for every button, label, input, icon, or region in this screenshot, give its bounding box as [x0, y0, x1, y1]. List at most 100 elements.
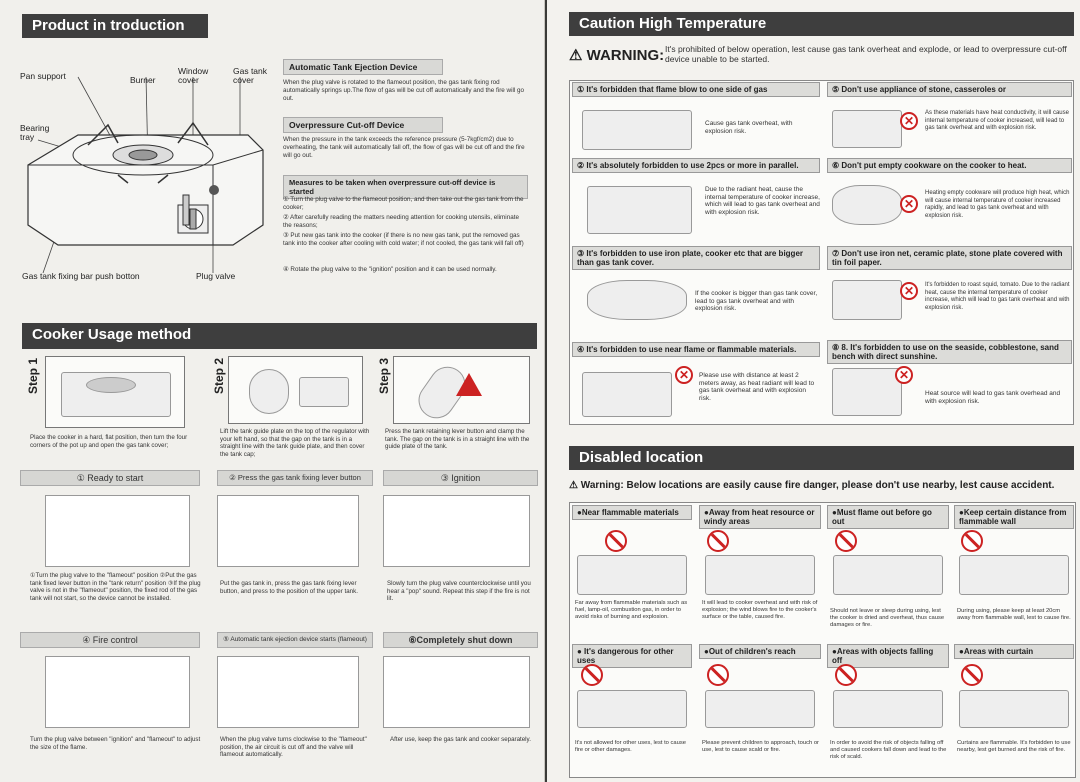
warning-word: WARNING: — [586, 47, 665, 64]
disabled-cell-4-title: ●Keep certain distance from flammable wa… — [954, 505, 1074, 529]
intro-title: Product in troduction — [32, 17, 185, 34]
right-page: Caution High Temperature ⚠ WARNING: It's… — [547, 0, 1080, 782]
caution-item-2-text: Due to the radiant heat, cause the inter… — [705, 186, 820, 216]
label-plug-valve: Plug valve — [196, 271, 236, 281]
disabled-cell-1-no-icon — [605, 530, 627, 552]
caution-item-7-text: It's forbidden to roast squid, tomato. D… — [925, 282, 1070, 311]
disabled-cell-1-image — [577, 555, 687, 595]
panel-5-text: When the plug valve turns clockwise to t… — [220, 736, 367, 759]
bar-ignition: ③ Ignition — [383, 470, 538, 486]
disabled-cell-5-no-icon — [581, 664, 603, 686]
overpressure-title: Overpressure Cut-off Device — [283, 117, 443, 133]
panel-6-text: After use, keep the gas tank and cooker … — [390, 736, 531, 743]
caution-item-8-text: Heat source will lead to gas tank overhe… — [925, 390, 1061, 405]
caution-item-1-image — [582, 110, 692, 150]
disabled-cell-6-title: ●Out of children's reach — [699, 644, 821, 659]
auto-ejection-title: Automatic Tank Ejection Device — [283, 59, 443, 75]
bar-press-lever: ② Press the gas tank fixing lever button — [217, 470, 373, 486]
label-bearing-tray: Bearing tray — [20, 123, 50, 142]
panel-1-text: ①Turn the plug valve to the "flameout" p… — [30, 572, 201, 602]
step-2-label: Step 2 — [212, 358, 226, 395]
disabled-cell-7-image — [833, 690, 943, 728]
panel-1-image — [45, 495, 190, 567]
caution-item-8-x-icon: ✕ — [895, 366, 913, 384]
disabled-cell-6-image — [705, 690, 815, 728]
disabled-cell-5-title: ● It's dangerous for other uses — [572, 644, 692, 668]
caution-item-7-image — [832, 280, 902, 320]
stove-diagram — [27, 76, 264, 274]
bar-ready-to-start: ① Ready to start — [20, 470, 200, 486]
step-3-image — [393, 356, 530, 426]
step-1-text: Place the cooker in a hard, flat positio… — [30, 434, 188, 449]
caution-item-1-text: Cause gas tank overheat, with explosion … — [705, 120, 793, 135]
caution-item-5-x-icon: ✕ — [900, 112, 918, 130]
label-window-cover: Window cover — [178, 66, 209, 85]
caution-item-3-image — [587, 280, 687, 320]
caution-item-6-x-icon: ✕ — [900, 195, 918, 213]
disabled-cell-3-title: ●Must flame out before go out — [827, 505, 949, 529]
panel-6-image — [383, 656, 530, 728]
disabled-cell-2-title: ●Away from heat resource or windy areas — [699, 505, 821, 529]
disabled-cell-7-text: In order to avoid the risk of objects fa… — [830, 740, 947, 760]
disabled-cell-6-no-icon — [707, 664, 729, 686]
disabled-cell-4-no-icon — [961, 530, 983, 552]
step-1-image — [45, 356, 185, 428]
disabled-cell-1-title: ●Near flammable materials — [572, 505, 692, 520]
caution-item-2-image — [587, 186, 692, 234]
disabled-cell-2-no-icon — [707, 530, 729, 552]
warning-triangle-icon: ⚠ — [569, 47, 583, 64]
disabled-warning-text: Warning: Below locations are easily caus… — [580, 480, 1055, 491]
disabled-cell-5-image — [577, 690, 687, 728]
panel-4-image — [45, 656, 190, 728]
measures-3: ③ Put new gas tank into the cooker (if t… — [283, 232, 524, 247]
disabled-grid — [569, 502, 1076, 778]
measures-title: Measures to be taken when overpressure c… — [283, 175, 528, 199]
step-3-text: Press the tank retaining lever button an… — [385, 428, 530, 451]
caution-item-7-title: ⑦ Don't use iron net, ceramic plate, sto… — [827, 246, 1072, 270]
measures-2: ② After carefully reading the matters ne… — [283, 214, 519, 229]
disabled-cell-2-text: It will lead to cooker overheat and with… — [702, 600, 818, 620]
disabled-cell-8-text: Curtains are flammable. It's forbidden t… — [957, 740, 1071, 753]
overpressure-text: When the pressure in the tank exceeds th… — [283, 136, 525, 159]
label-pan-support: Pan support — [20, 71, 66, 81]
caution-item-3-title: ③ It's forbidden to use iron plate, cook… — [572, 246, 820, 270]
disabled-cell-2-image — [705, 555, 815, 595]
panel-3-text: Slowly turn the plug valve counterclockw… — [387, 580, 531, 603]
panel-4-text: Turn the plug valve between "ignition" a… — [30, 736, 201, 751]
disabled-cell-4-text: During using, please keep at least 20cm … — [957, 608, 1071, 621]
auto-ejection-text: When the plug valve is rotated to the fl… — [283, 79, 525, 102]
usage-header: Cooker Usage method — [22, 323, 537, 349]
panel-2-text: Put the gas tank in, press the gas tank … — [220, 580, 358, 595]
caution-item-8-title: ⑧ 8. It's forbidden to use on the seasid… — [827, 340, 1072, 364]
caution-item-4-title: ④ It's forbidden to use near flame or fl… — [572, 342, 820, 357]
bar-shut-down: ⑥Completely shut down — [383, 632, 538, 648]
caution-item-5-text: As these materials have heat conductivit… — [925, 110, 1069, 132]
bar-auto-ejection: ⑤ Automatic tank ejection device starts … — [217, 632, 373, 648]
caution-item-8-image — [832, 368, 902, 416]
caution-item-7-x-icon: ✕ — [900, 282, 918, 300]
disabled-cell-8-no-icon — [961, 664, 983, 686]
step-1-label: Step 1 — [26, 358, 40, 395]
disabled-cell-7-no-icon — [835, 664, 857, 686]
caution-item-6-text: Heating empty cookware will produce high… — [925, 190, 1070, 219]
caution-item-2-title: ② It's absolutely forbidden to use 2pcs … — [572, 158, 820, 173]
intro-header: Product in troduction — [22, 14, 208, 38]
caution-item-5-title: ⑤ Don't use appliance of stone, casserol… — [827, 82, 1072, 97]
caution-item-6-title: ⑥ Don't put empty cookware on the cooker… — [827, 158, 1072, 173]
disabled-cell-8-image — [959, 690, 1069, 728]
disabled-cell-3-text: Should not leave or sleep during using, … — [830, 608, 945, 628]
disabled-cell-4-image — [959, 555, 1069, 595]
step-3-label: Step 3 — [377, 358, 391, 395]
disabled-cell-3-image — [833, 555, 943, 595]
disabled-cell-8-title: ●Areas with curtain — [954, 644, 1074, 659]
label-gas-tank-cover: Gas tank cover — [233, 66, 268, 85]
panel-2-image — [217, 495, 359, 567]
caution-item-4-text: Please use with distance at least 2 mete… — [699, 372, 815, 402]
disabled-header: Disabled location — [569, 446, 1074, 470]
disabled-cell-1-text: Far away from flammable materials such a… — [575, 600, 688, 620]
caution-item-4-image — [582, 372, 672, 417]
disabled-cell-3-no-icon — [835, 530, 857, 552]
bar-fire-control: ④ Fire control — [20, 632, 200, 648]
label-burner: Burner — [130, 75, 156, 85]
caution-item-5-image — [832, 110, 902, 148]
